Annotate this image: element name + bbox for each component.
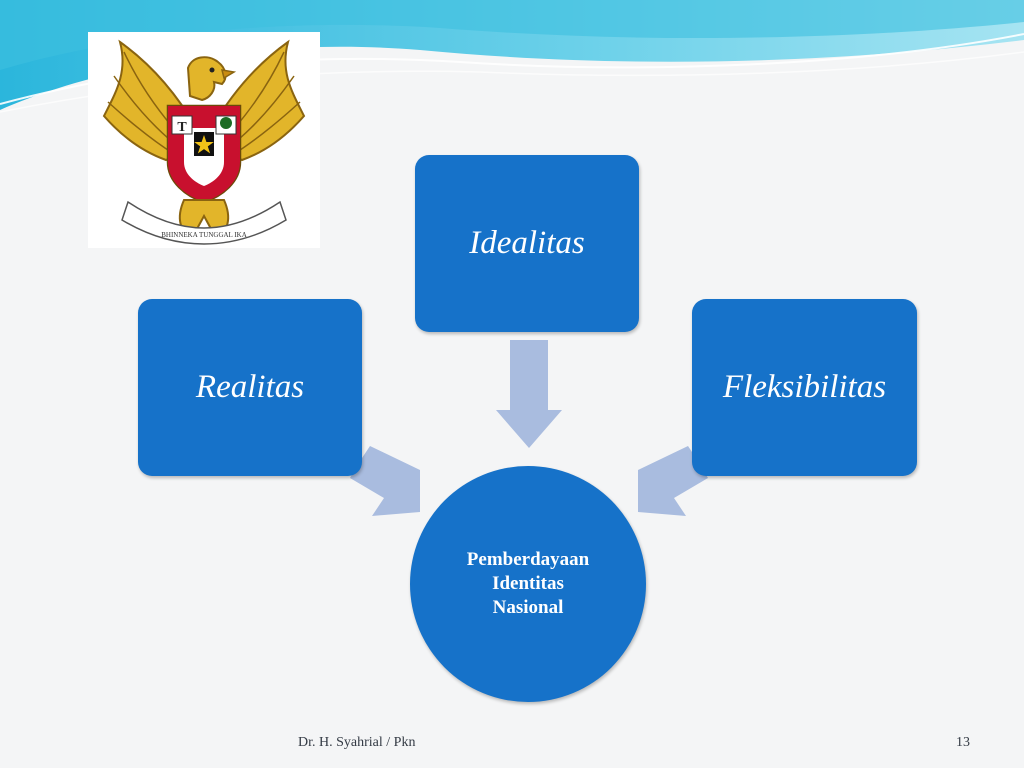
garuda-pancasila-emblem: T BHINNEKA TUNGGAL IKA (88, 32, 320, 248)
fleksibilitas-box: Fleksibilitas (692, 299, 917, 476)
slide-number: 13 (956, 735, 970, 750)
arrow-from-fleksibilitas (638, 446, 708, 516)
svg-text:T: T (177, 120, 187, 135)
garuda-emblem-graphic: T BHINNEKA TUNGGAL IKA (102, 39, 306, 245)
emblem-motto: BHINNEKA TUNGGAL IKA (161, 231, 247, 239)
realitas-box: Realitas (138, 299, 362, 476)
center-line-3: Nasional (492, 597, 564, 618)
center-circle: Pemberdayaan Identitas Nasional (410, 466, 646, 702)
footer-author: Dr. H. Syahrial / Pkn (298, 735, 416, 750)
idealitas-label: Idealitas (469, 225, 585, 261)
realitas-label: Realitas (195, 369, 305, 405)
arrow-down-from-idealitas (496, 340, 562, 448)
arrow-from-realitas (350, 446, 420, 516)
idealitas-box: Idealitas (415, 155, 639, 332)
center-line-2: Identitas (492, 573, 564, 594)
fleksibilitas-label: Fleksibilitas (722, 369, 887, 405)
center-line-1: Pemberdayaan (466, 549, 590, 570)
